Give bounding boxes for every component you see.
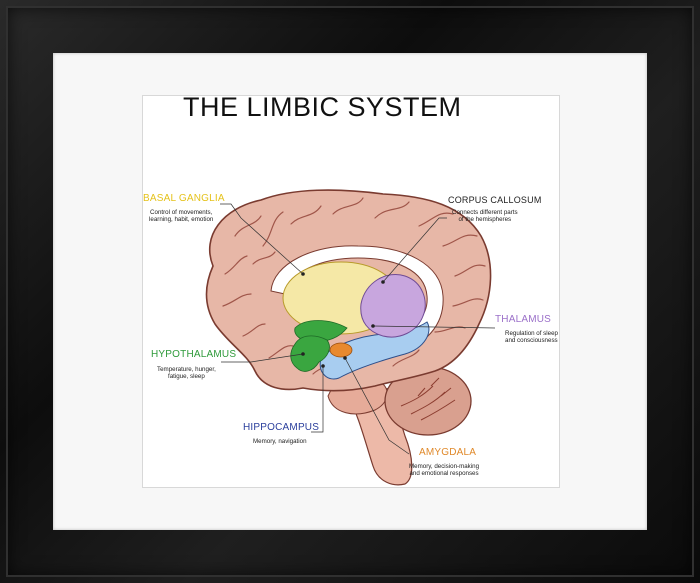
hippocampus-shape — [319, 321, 430, 380]
leader-hypothalamus — [221, 353, 304, 363]
desc-basal-ganglia-line1: Control of movements, — [150, 209, 213, 216]
desc-corpus-callosum: Connects different parts of the hemisphe… — [452, 209, 518, 224]
desc-basal-ganglia-line2: learning, habit, emotion — [149, 216, 214, 224]
poster: THE LIMBIC SYSTEM — [142, 95, 560, 488]
desc-thalamus-line2: and consciousness — [505, 337, 558, 345]
label-corpus-callosum: CORPUS CALLOSUM — [448, 195, 542, 205]
desc-amygdala: Memory, decision-making and emotional re… — [409, 463, 479, 478]
desc-basal-ganglia: Control of movements, learning, habit, e… — [149, 209, 213, 224]
desc-hippocampus-line1: Memory, navigation — [253, 438, 307, 445]
desc-corpus-callosum-line1: Connects different parts — [452, 209, 518, 216]
leader-amygdala — [344, 357, 410, 455]
desc-corpus-callosum-line2: of the hemispheres — [458, 216, 512, 224]
desc-hippocampus: Memory, navigation — [253, 438, 307, 445]
desc-hypothalamus-line2: fatigue, sleep — [168, 373, 205, 381]
desc-hypothalamus: Temperature, hunger, fatigue, sleep — [157, 366, 216, 381]
desc-thalamus-line1: Regulation of sleep — [505, 330, 558, 337]
poster-title: THE LIMBIC SYSTEM — [183, 95, 462, 122]
thalamus-shape — [360, 274, 426, 338]
label-basal-ganglia: BASAL GANGLIA — [143, 193, 225, 204]
leader-lines — [220, 203, 496, 455]
leader-dots — [301, 272, 385, 368]
leader-corpus-callosum — [382, 217, 447, 283]
leader-thalamus — [372, 325, 496, 329]
desc-amygdala-line2: and emotional responses — [409, 470, 479, 478]
cerebellum-arbor — [400, 377, 456, 421]
pons — [327, 383, 388, 415]
hypothalamus-shape — [290, 335, 330, 372]
label-amygdala: AMYGDALA — [419, 447, 477, 458]
leader-basal-ganglia — [220, 203, 304, 275]
label-thalamus: THALAMUS — [495, 314, 552, 325]
desc-thalamus: Regulation of sleep and consciousness — [505, 330, 558, 345]
desc-amygdala-line1: Memory, decision-making — [409, 463, 480, 470]
amygdala-shape — [329, 342, 353, 358]
label-hippocampus: HIPPOCAMPUS — [243, 422, 320, 433]
desc-hypothalamus-line1: Temperature, hunger, — [157, 366, 216, 373]
leader-hippocampus — [311, 366, 324, 433]
label-hypothalamus: HYPOTHALAMUS — [151, 349, 237, 360]
brain-illustration — [205, 189, 496, 486]
cortex-sulci — [222, 197, 486, 375]
